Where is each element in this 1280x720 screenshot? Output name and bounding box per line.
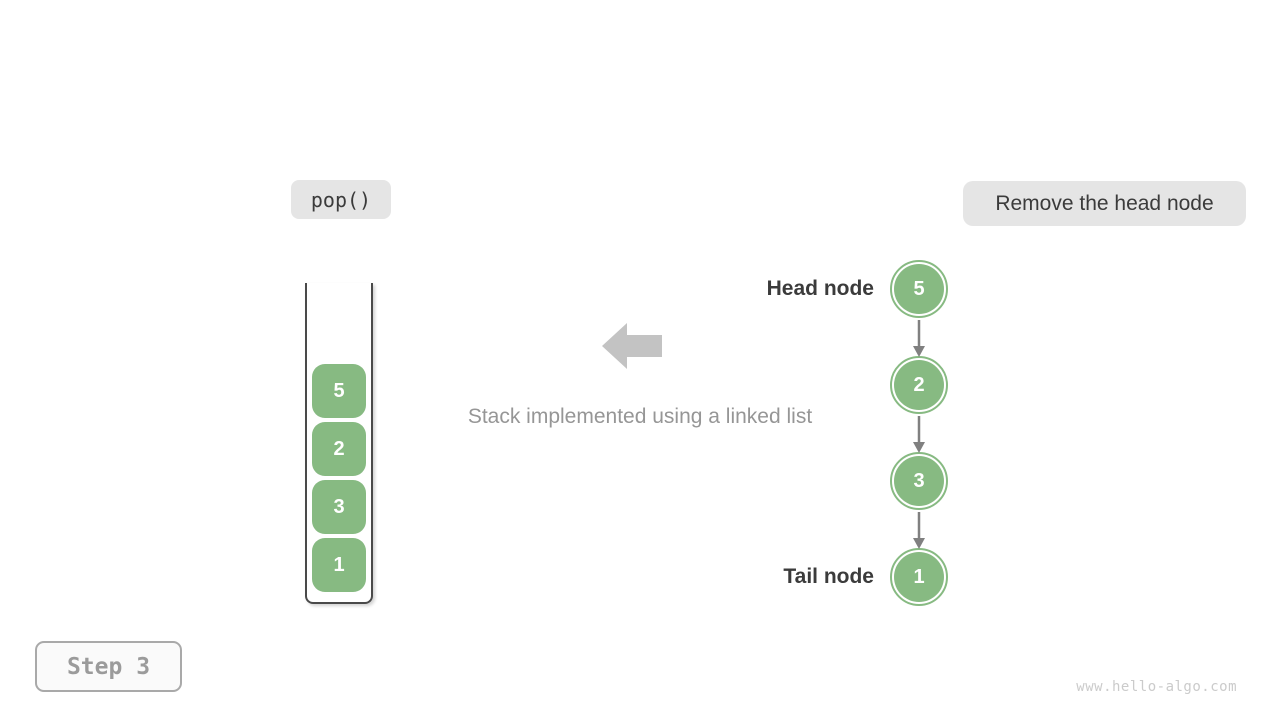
tail-node-label: Tail node [783,565,874,588]
linked-list-node: 2 [890,356,948,414]
node-value: 2 [894,360,944,410]
arrow-down-icon [913,416,925,453]
description-label: Remove the head node [963,181,1246,226]
linked-list-node: 1 [890,548,948,606]
arrow-down-icon [913,320,925,357]
node-value: 1 [894,552,944,602]
linked-list-node: 5 [890,260,948,318]
stack-item: 5 [312,364,366,418]
caption: Stack implemented using a linked list [467,405,813,428]
stack-container: 5 2 3 1 [305,283,373,604]
stack-item: 1 [312,538,366,592]
head-node-label: Head node [766,277,874,300]
linked-list-node: 3 [890,452,948,510]
left-arrow-icon [602,323,662,369]
stack-item: 3 [312,480,366,534]
watermark: www.hello-algo.com [1076,679,1237,695]
node-value: 5 [894,264,944,314]
operation-label: pop() [291,180,391,219]
arrow-down-icon [913,512,925,549]
step-badge: Step 3 [35,641,182,692]
node-value: 3 [894,456,944,506]
stack-item: 2 [312,422,366,476]
